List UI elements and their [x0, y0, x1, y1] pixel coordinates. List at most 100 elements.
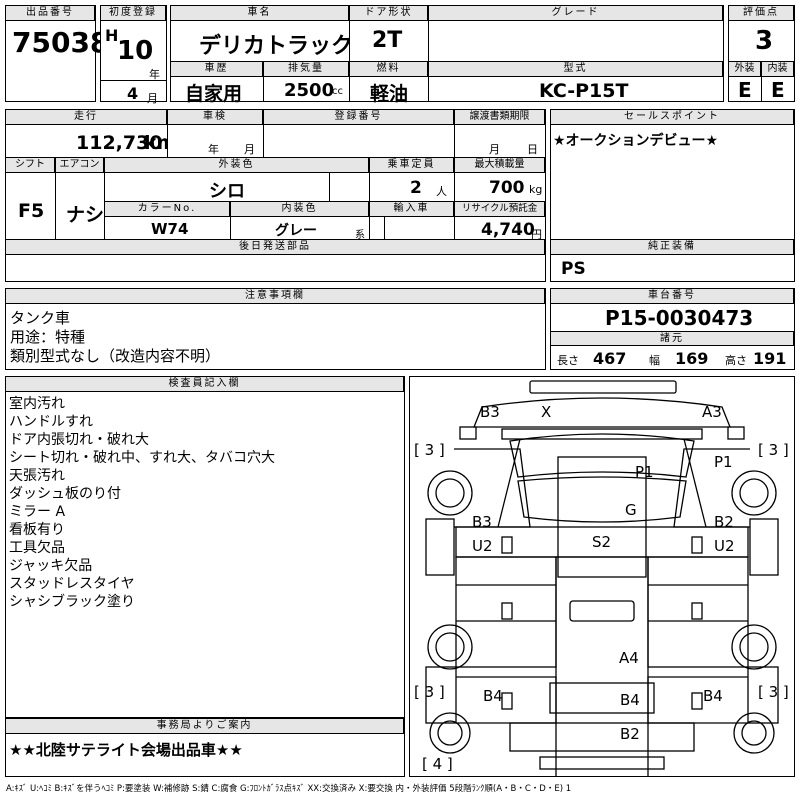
damage-u2-right: U2 [714, 537, 735, 555]
damage-x-top: X [541, 403, 552, 421]
inspector-notes-label: 検査員記入欄 [6, 377, 404, 392]
chassis-number-box: 車台番号 P15-0030473 [550, 288, 795, 332]
damage-b3-left: B3 [472, 513, 492, 531]
inspector-note: 看板有り [9, 522, 65, 538]
interior-grade: E [771, 78, 785, 102]
inspector-note: ジャッキ欠品 [9, 558, 93, 574]
inspector-note: ダッシュ板のり付 [9, 486, 121, 502]
notes-line: タンク車 [10, 309, 71, 327]
max-load-unit: kg [529, 183, 543, 196]
truck-outline [425, 380, 779, 776]
era: H [105, 26, 119, 45]
width-value: 169 [675, 349, 709, 368]
max-load-box: 最大積載量 700 kg [454, 157, 546, 202]
registration-number-box: 登録番号 [263, 109, 455, 158]
displacement-unit: cc [332, 86, 343, 97]
capacity: 2 [410, 178, 422, 198]
fuel: 軽油 [370, 83, 409, 105]
color-number-label: カラーNo. [105, 202, 230, 217]
grade-label: グレード [429, 6, 723, 21]
car-name-box: 車名 デリカトラック [170, 5, 354, 62]
recycle-fee-label: リサイクル預託金 [455, 202, 545, 217]
max-load: 700 [489, 178, 525, 198]
inspection-label: 車検 [168, 110, 263, 125]
first-registration-box: 初度登録 H 10 年 4 月 [100, 5, 167, 105]
door-type-box: ドア形状 2T [349, 5, 429, 62]
damage-s2: S2 [592, 533, 612, 551]
registration-number-label: 登録番号 [264, 110, 454, 125]
damage-a4: A4 [619, 649, 639, 667]
mileage-box: 走行 112,730 km [5, 109, 176, 158]
interior-box: 内装 E [761, 61, 795, 102]
model-box: 型式 KC-P15T [428, 61, 724, 102]
inspection-year-unit: 年 [208, 143, 219, 156]
damage-p1-right: P1 [714, 453, 733, 471]
max-load-label: 最大積載量 [455, 158, 545, 173]
notes-line: 用途：特種 [10, 328, 86, 346]
shift: F5 [18, 200, 45, 222]
aircon-box: エアコン ナシ [55, 157, 105, 240]
model-label: 型式 [429, 62, 723, 77]
transfer-deadline-label: 譲渡書類期限 [455, 110, 545, 125]
later-parts-box: 後日発送部品 [5, 239, 546, 282]
history: 自家用 [185, 83, 243, 105]
score-top-right: [ 3 ] [758, 441, 789, 459]
month-unit: 月 [147, 92, 158, 105]
lot-number: 75038 [12, 26, 110, 59]
body-color-label: 外装色 [105, 158, 369, 173]
interior-color-box: 内装色 グレー 系 [230, 201, 370, 241]
import-label: 輸入車 [370, 202, 454, 217]
dimensions-label: 諸元 [551, 332, 794, 346]
import-box: 輸入車 [369, 201, 455, 240]
inspector-notes-box: 検査員記入欄 室内汚れ ハンドルすれ ドア内張切れ・破れ大 シート切れ・破れ中、… [5, 376, 405, 718]
history-box: 車歴 自家用 [170, 61, 264, 105]
aircon-label: エアコン [56, 158, 104, 173]
exterior-grade: E [738, 78, 752, 102]
lot-number-label: 出品番号 [6, 6, 95, 21]
inspector-note: スタッドレスタイヤ [9, 576, 135, 592]
year: 10 [117, 36, 154, 66]
lot-number-box: 出品番号 75038 [5, 5, 109, 102]
recycle-fee-box: リサイクル預託金 4,740 円 [454, 201, 546, 241]
car-name: デリカトラック [199, 34, 354, 59]
month: 4 [127, 84, 139, 103]
score-box: 評価点 3 [728, 5, 795, 62]
transfer-month-unit: 月 [489, 143, 500, 156]
inspector-note: ミラー A [9, 504, 66, 520]
fuel-label: 燃料 [350, 62, 428, 77]
color-number: W74 [151, 220, 189, 238]
height-label: 高さ [725, 354, 747, 367]
score-label: 評価点 [729, 6, 794, 21]
fuel-box: 燃料 軽油 [349, 61, 429, 105]
first-registration-label: 初度登録 [101, 6, 166, 21]
office-notice-box: 事務局よりご案内 ★★北陸サテライト会場出品車★★ [5, 718, 405, 777]
height-value: 191 [753, 349, 787, 368]
damage-b4-right: B4 [703, 687, 723, 705]
score-bottom-right: [ 3 ] [758, 683, 789, 701]
shift-box: シフト F5 [5, 157, 56, 240]
length-label: 長さ [557, 354, 579, 367]
chassis-number-label: 車台番号 [551, 289, 794, 304]
sales-point: ★オークションデビュー★ [553, 133, 719, 149]
exterior-box: 外装 E [728, 61, 762, 102]
recycle-fee-unit: 円 [531, 228, 542, 241]
inspector-note: 天張汚れ [9, 468, 65, 484]
inspector-note: シート切れ・破れ中、すれ大、タバコ穴大 [9, 450, 275, 466]
aircon: ナシ [66, 204, 105, 226]
damage-b2-right: B2 [714, 513, 734, 531]
score: 3 [755, 26, 774, 56]
door-type-label: ドア形状 [350, 6, 428, 21]
year-unit: 年 [149, 68, 160, 81]
body-color: シロ [209, 181, 245, 202]
damage-a3-top: A3 [702, 403, 722, 421]
displacement-box: 排気量 2500 cc [263, 61, 350, 102]
exterior-label: 外装 [729, 62, 761, 77]
sales-point-box: セールスポイント ★オークションデビュー★ [550, 109, 795, 240]
displacement-label: 排気量 [264, 62, 349, 77]
inspection-box: 車検 年 月 [167, 109, 264, 158]
model: KC-P15T [539, 80, 629, 102]
interior-color-suffix: 系 [355, 230, 365, 241]
length-value: 467 [593, 349, 627, 368]
inspector-note: ハンドルすれ [9, 414, 93, 430]
width-label: 幅 [649, 354, 660, 367]
